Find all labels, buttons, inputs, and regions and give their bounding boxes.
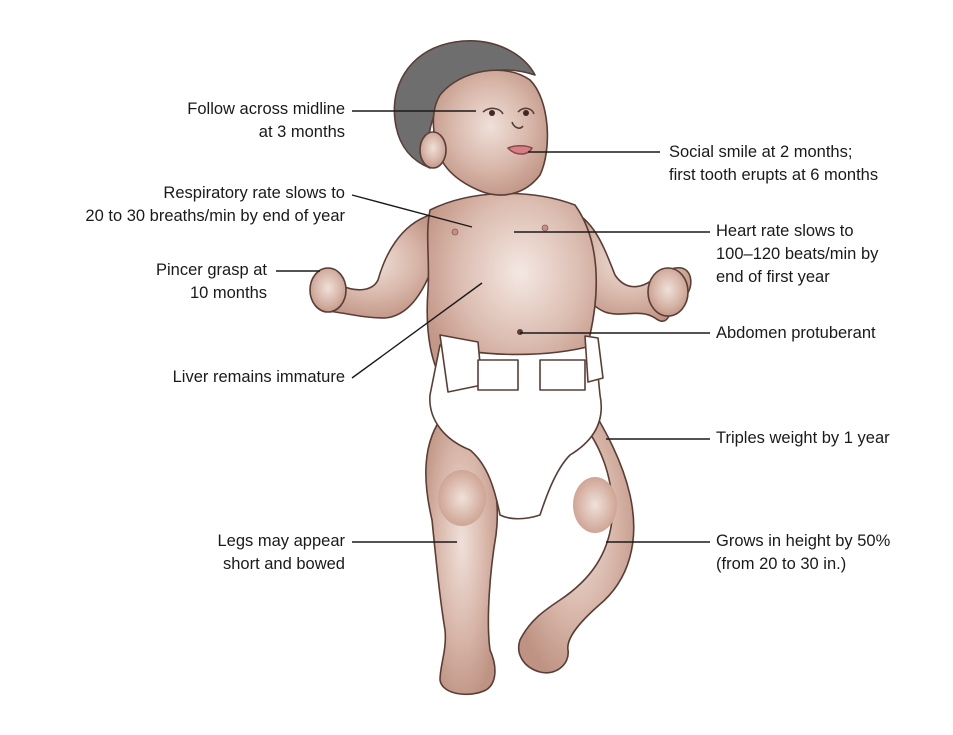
annotation-respiratory: Respiratory rate slows to 20 to 30 breat… [85,182,345,228]
leader-liver [351,282,483,379]
annotation-line: 10 months [189,284,267,302]
pupil-left [489,110,495,116]
annotation-abdomen: Abdomen protuberant [716,322,876,345]
nose [511,121,524,129]
annotation-legs: Legs may appear short and bowed [218,530,346,576]
mouth [507,144,533,155]
right-knee [573,477,617,533]
pupil-right [523,110,529,116]
annotation-line: at 3 months [258,123,345,141]
annotation-line: Grows in height by 50% [716,532,891,550]
annotation-line: Respiratory rate slows to [163,184,345,202]
annotation-line: (from 20 to 30 in.) [716,555,847,573]
baby-body [309,40,692,696]
annotation-line: first tooth erupts at 6 months [669,166,879,184]
annotation-smile: Social smile at 2 months; first tooth er… [669,141,878,187]
navel [517,329,523,335]
eye-right [517,107,535,115]
annotation-midline: Follow across midline at 3 months [187,98,345,144]
annotation-pincer: Pincer grasp at 10 months [156,259,267,305]
nipple-left [451,228,459,236]
annotation-line: Triples weight by 1 year [716,429,890,447]
annotation-line: 20 to 30 breaths/min by end of year [85,207,345,225]
annotation-line: short and bowed [222,555,345,573]
right-leg [518,404,635,674]
left-hand [309,267,347,313]
leader-lines [276,110,710,543]
diaper-band-left [477,359,519,391]
leader-respiratory [351,194,473,228]
right-hand [647,267,689,317]
annotation-line: Social smile at 2 months; [669,143,853,161]
face [432,69,549,196]
diaper-tab-left [439,334,483,393]
annotation-line: Heart rate slows to [716,222,854,240]
nipple-right [541,224,549,232]
annotation-liver: Liver remains immature [173,366,345,389]
annotation-line: end of first year [716,268,830,286]
annotation-line: Legs may appear [217,532,346,550]
diaper-tab-right [584,335,604,383]
annotation-line: Pincer grasp at [156,261,267,279]
annotation-weight: Triples weight by 1 year [716,427,890,450]
eye-left [482,107,504,115]
ear [419,131,447,169]
annotation-line: Liver remains immature [172,368,345,386]
annotation-line: Follow across midline [187,100,345,118]
annotation-line: 100–120 beats/min by [716,245,879,263]
annotation-height: Grows in height by 50% (from 20 to 30 in… [716,530,890,576]
diaper-band-right [539,359,586,391]
left-knee [438,470,486,526]
annotation-line: Abdomen protuberant [716,324,876,342]
annotation-heart: Heart rate slows to 100–120 beats/min by… [716,220,878,289]
